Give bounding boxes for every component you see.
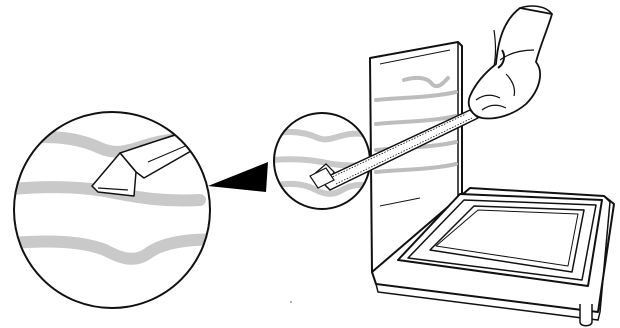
speck-mark xyxy=(290,301,292,303)
small-rail-detail-icon xyxy=(273,112,371,210)
magnified-rail-detail-icon xyxy=(13,111,211,309)
zoom-pointer-triangle-icon xyxy=(208,162,268,192)
cleaning-tool-icon xyxy=(309,109,479,191)
oven-tray xyxy=(397,193,603,287)
magnified-circle-outline xyxy=(13,111,211,309)
magnified-rail-bottom xyxy=(14,233,210,265)
oven-foot xyxy=(579,304,593,327)
gloved-hand-icon xyxy=(467,5,553,120)
